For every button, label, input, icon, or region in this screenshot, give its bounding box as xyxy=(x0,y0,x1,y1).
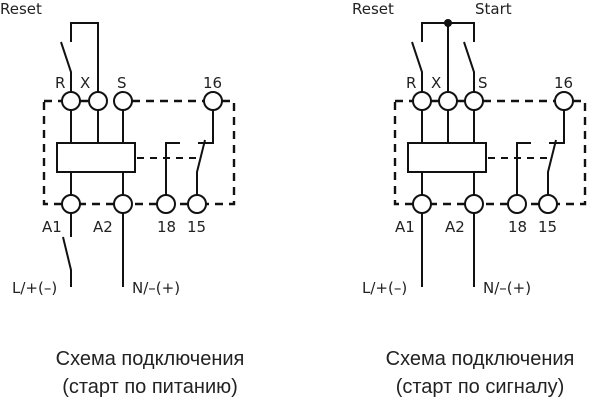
terminal-18-label: 18 xyxy=(157,218,176,236)
caption-line-2: (старт по сигналу) xyxy=(395,376,565,398)
terminal-16 xyxy=(554,91,574,111)
diagram-signal-start: Reset Start R X S 16 A1 A2 18 15 L/+(–) … xyxy=(352,0,587,297)
terminal-a2-label: A2 xyxy=(93,218,113,236)
terminal-x xyxy=(438,91,458,111)
terminal-15-label: 15 xyxy=(187,218,206,236)
contact-15-16 xyxy=(196,110,214,195)
terminal-a1-label: A1 xyxy=(42,218,62,236)
x-bridge-wire xyxy=(70,22,99,92)
supply-right-label: N/–(+) xyxy=(483,279,531,297)
common-bus-wire xyxy=(421,22,475,92)
terminal-a1-label: A1 xyxy=(395,218,415,236)
caption-power-start: Схема подключения (старт по питанию) xyxy=(0,345,300,401)
terminal-x-label: X xyxy=(431,74,441,92)
terminal-16-label: 16 xyxy=(203,74,222,92)
reset-switch xyxy=(411,41,423,92)
supply-left-label: L/+(–) xyxy=(12,279,57,297)
contact-18 xyxy=(165,142,180,195)
terminal-a2 xyxy=(113,194,133,214)
terminal-r-label: R xyxy=(55,74,65,92)
reset-switch xyxy=(60,41,72,92)
caption-line-1: Схема подключения xyxy=(385,348,575,370)
reset-label: Reset xyxy=(352,0,394,18)
reset-label: Reset xyxy=(0,0,42,18)
coil-wires xyxy=(70,110,124,195)
start-switch xyxy=(463,41,475,92)
terminal-18 xyxy=(156,194,176,214)
terminal-s-label: S xyxy=(117,74,127,92)
device-enclosure xyxy=(42,99,236,206)
relay-coil xyxy=(56,142,136,173)
terminal-x-label: X xyxy=(80,74,90,92)
contact-18 xyxy=(516,142,531,195)
supply-right-label: N/–(+) xyxy=(132,279,180,297)
terminal-s xyxy=(464,91,484,111)
terminal-r xyxy=(412,91,432,111)
caption-line-1: Схема подключения xyxy=(55,348,245,370)
terminal-a1 xyxy=(61,194,81,214)
junction-dot xyxy=(444,19,452,27)
device-enclosure xyxy=(393,99,587,206)
caption-line-2: (старт по питанию) xyxy=(62,376,238,398)
relay-coil xyxy=(407,142,487,173)
start-label: Start xyxy=(475,0,512,18)
caption-signal-start: Схема подключения (старт по сигналу) xyxy=(330,345,600,401)
terminal-s xyxy=(113,91,133,111)
supply-switch xyxy=(62,213,72,287)
terminal-r xyxy=(61,91,81,111)
terminal-18 xyxy=(507,194,527,214)
coil-wires xyxy=(421,110,475,195)
diagram-power-start: Reset R X S 16 A1 A2 18 15 L/+(–) N xyxy=(0,0,236,297)
terminal-16-label: 16 xyxy=(554,74,573,92)
terminal-15 xyxy=(538,194,558,214)
terminal-x xyxy=(88,91,108,111)
terminal-a1 xyxy=(412,194,432,214)
contact-15-16 xyxy=(547,110,565,195)
supply-left-label: L/+(–) xyxy=(362,279,407,297)
terminal-16 xyxy=(203,91,223,111)
terminal-15 xyxy=(187,194,207,214)
terminal-a2-label: A2 xyxy=(445,218,465,236)
terminal-18-label: 18 xyxy=(508,218,527,236)
terminal-r-label: R xyxy=(406,74,416,92)
terminal-s-label: S xyxy=(478,74,488,92)
terminal-15-label: 15 xyxy=(538,218,557,236)
terminal-a2 xyxy=(464,194,484,214)
